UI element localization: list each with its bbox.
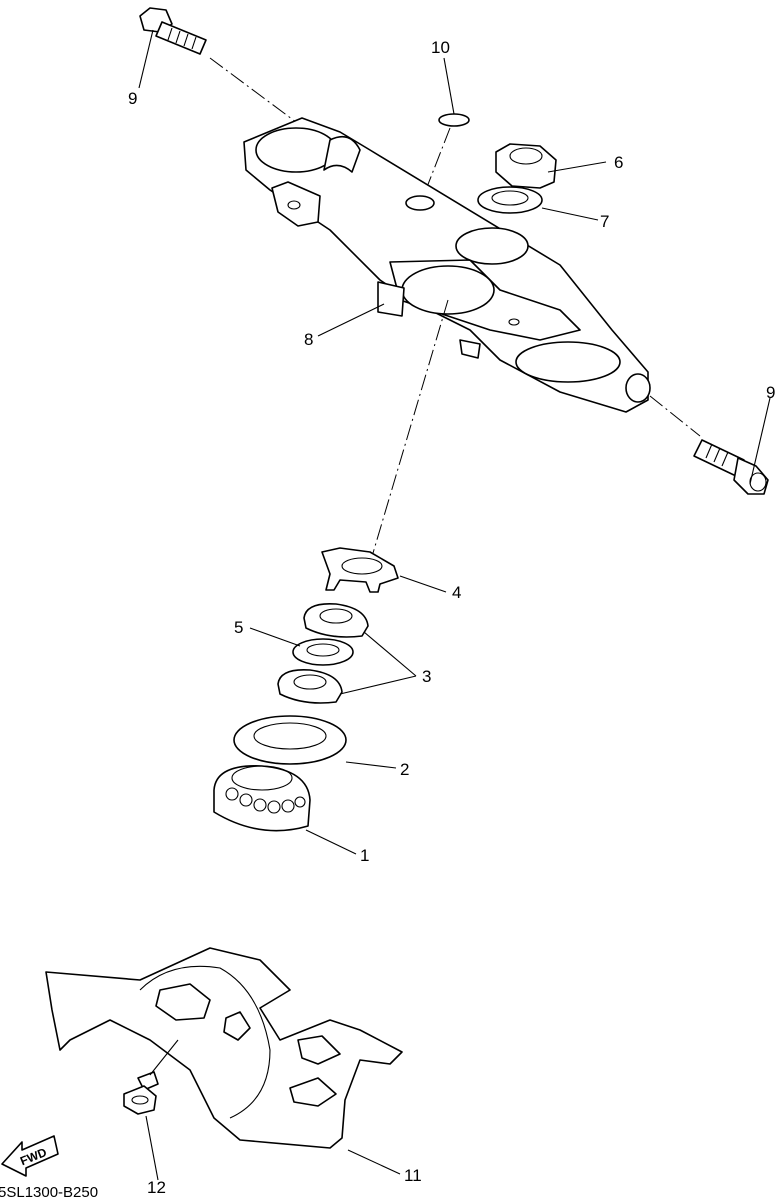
nut-6 (495, 143, 557, 189)
ring-nut-3-lower (277, 668, 343, 704)
bearing-race-2 (233, 715, 347, 765)
centerline-stem (367, 299, 449, 571)
callout-10: 10 (431, 38, 450, 57)
centerline-bolt-9-upper (209, 57, 301, 126)
callout-3: 3 (422, 667, 431, 686)
bolt-9-upper (139, 7, 207, 55)
centerline-plug-10 (419, 127, 451, 206)
callout-6: 6 (614, 153, 623, 172)
callout-1: 1 (360, 846, 369, 865)
callout-12: 12 (147, 1178, 166, 1197)
upper-bracket-8 (243, 117, 651, 413)
lock-washer-4 (321, 547, 399, 593)
callout-9-lower: 9 (766, 383, 775, 402)
callout-2: 2 (400, 760, 409, 779)
ring-nut-3-upper (303, 602, 369, 638)
plug-10 (438, 113, 470, 127)
fwd-arrow-icon: FWD (1, 1135, 59, 1177)
screw-12 (123, 1071, 159, 1115)
washer-7 (477, 186, 543, 214)
cover-11 (45, 947, 403, 1149)
callout-8: 8 (304, 330, 313, 349)
leader-12-to-cover (149, 1039, 179, 1076)
washer-5 (292, 638, 354, 666)
callout-5: 5 (234, 618, 243, 637)
callout-7: 7 (600, 212, 609, 231)
callout-9-upper: 9 (128, 89, 137, 108)
leader-lines (138, 29, 771, 1181)
bolt-9-lower (693, 439, 769, 495)
callout-4: 4 (452, 583, 461, 602)
ball-bearing-1 (213, 765, 311, 832)
centerline-bolt-9-lower (649, 395, 701, 437)
drawing-code: 5SL1300-B250 (0, 1184, 98, 1198)
callout-11: 11 (404, 1166, 422, 1185)
